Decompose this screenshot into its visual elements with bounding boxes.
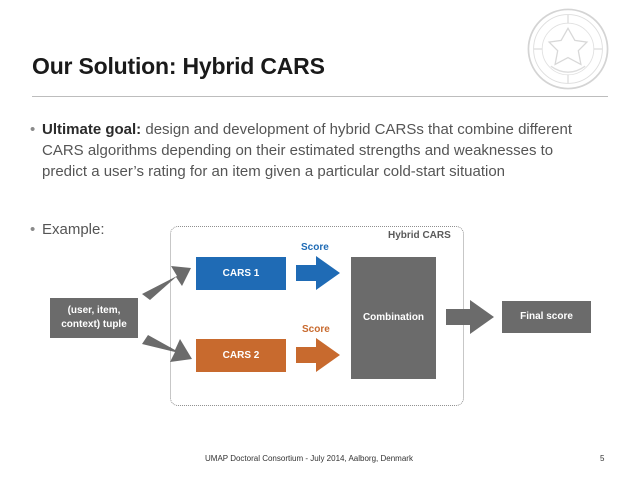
bullet-example: • Example: bbox=[30, 219, 150, 241]
score-label-cars2: Score bbox=[302, 324, 330, 335]
arrow-combination-to-final bbox=[446, 300, 494, 334]
bullet-ultimate-goal: • Ultimate goal: design and development … bbox=[30, 119, 590, 209]
arrow-input-to-cars2 bbox=[142, 335, 192, 362]
bullet-glyph: • bbox=[30, 121, 36, 138]
cars1-box: CARS 1 bbox=[196, 257, 286, 290]
arrow-input-to-cars1 bbox=[142, 266, 191, 300]
input-tuple-box: (user, item, context) tuple bbox=[50, 298, 138, 338]
combination-box: Combination bbox=[351, 257, 436, 379]
footer-text: UMAP Doctoral Consortium - July 2014, Aa… bbox=[205, 454, 413, 463]
bullet-glyph: • bbox=[30, 221, 36, 238]
university-seal-icon bbox=[527, 8, 609, 90]
cars2-box: CARS 2 bbox=[196, 339, 286, 372]
bullet-lead: Ultimate goal: bbox=[42, 121, 142, 138]
bullet-text: Ultimate goal: design and development of… bbox=[42, 119, 590, 182]
hybrid-cars-label: Hybrid CARS bbox=[388, 230, 451, 241]
slide-title: Our Solution: Hybrid CARS bbox=[32, 53, 325, 79]
bullet-body: design and development of hybrid CARSs t… bbox=[42, 121, 572, 180]
title-divider bbox=[32, 96, 608, 97]
arrow-score-cars1 bbox=[296, 256, 340, 290]
final-score-box: Final score bbox=[502, 301, 591, 333]
page-number: 5 bbox=[600, 454, 605, 463]
score-label-cars1: Score bbox=[301, 242, 329, 253]
bullet-text: Example: bbox=[42, 221, 105, 238]
arrow-score-cars2 bbox=[296, 338, 340, 372]
